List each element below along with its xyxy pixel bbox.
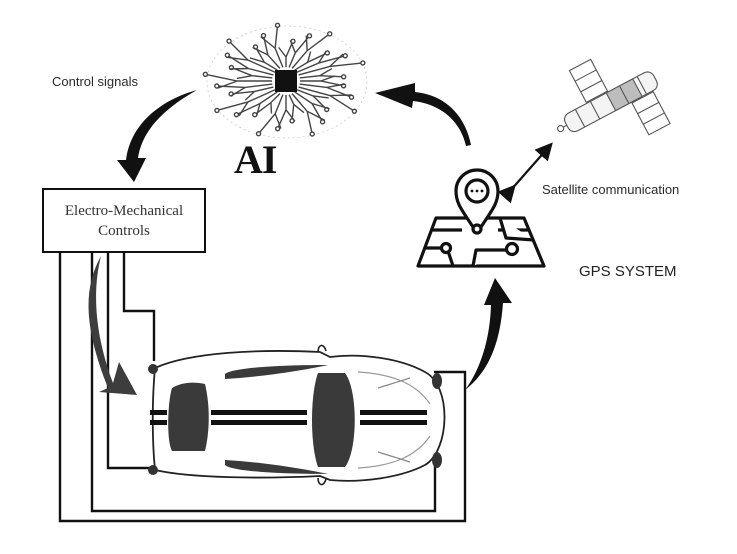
arrow-car-to-gps — [465, 278, 512, 390]
arrow-satellite-communication — [497, 142, 553, 204]
control-signals-label: Control signals — [52, 74, 138, 89]
satellite-communication-label: Satellite communication — [542, 182, 680, 197]
arrow-gps-to-ai — [375, 83, 471, 146]
ai-label: AI — [234, 137, 277, 182]
gps-system-label: GPS SYSTEM — [579, 263, 677, 280]
circuit-brain-icon — [202, 22, 368, 139]
car-top-view-icon — [148, 344, 446, 486]
satellite-icon — [557, 58, 671, 136]
electro-mechanical-controls-box: Electro-Mechanical Controls — [42, 188, 206, 253]
arrow-ai-to-controls — [117, 90, 197, 182]
arrow-controls-to-car — [88, 256, 137, 395]
controls-label-line1: Electro-Mechanical — [64, 202, 184, 219]
control-wires — [58, 253, 467, 523]
controls-label-line2: Controls — [98, 222, 150, 239]
map-pin-icon — [416, 168, 546, 268]
